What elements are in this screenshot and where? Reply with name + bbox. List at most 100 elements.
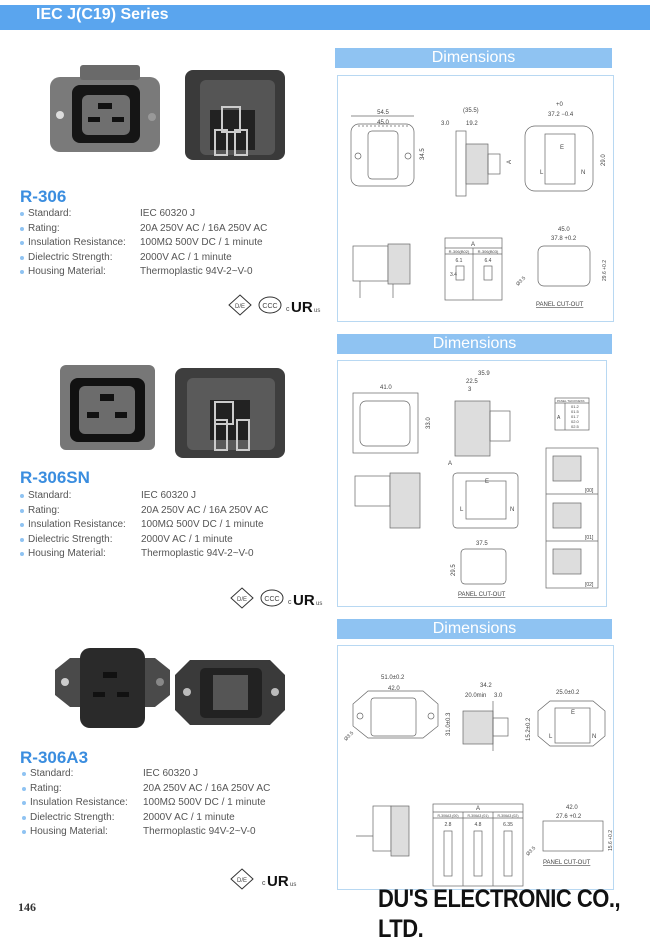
ccc-mark-text: CCC [262,303,277,310]
terminal-label: E [560,145,564,151]
spec-value: 2000V AC / 1 minute [141,533,233,545]
terminal-label: N [510,507,514,513]
dim-label: 45.0 [558,227,570,233]
spec-list: Standard:IEC 60320 J Rating:20A 250V AC … [20,490,320,563]
spec-row-rating: Rating:20A 250V AC / 16A 250V AC [20,223,320,238]
terminal-label: L [540,170,544,176]
vde-mark-icon [228,294,252,316]
dim-label: Ø3.5 [343,730,355,742]
ur-mark-us: us [314,308,320,314]
spec-label: Dielectric Strength: [30,811,115,823]
vde-mark-icon [230,587,254,609]
spec-value: Thermoplastic 94V-2~V-0 [141,548,254,559]
ur-mark-icon: UR [267,873,289,890]
dimensions-drawing-r-306: 54.5 45.0 34.5 (35.5) 3.0 19.2 A +0 37.2… [337,75,614,322]
vde-mark-icon [230,868,254,890]
spec-label: Housing Material: [28,548,106,559]
ur-mark-c: c [262,880,266,887]
bullet-icon [20,255,24,260]
dim-label: A [507,160,513,164]
dim-label: 34.2 [480,683,492,689]
panel-cutout-label: PANEL CUT-OUT [543,860,591,866]
spec-value: 100MΩ 500V DC / 1 minute [140,237,263,248]
dimensions-header: Dimensions [337,334,612,354]
spec-row-rating: Rating:20A 250V AC / 16A 250V AC [22,783,322,798]
dim-label: 51.0±0.2 [381,675,405,681]
spec-row-standard: Standard: IEC 60320 J [22,768,322,783]
dim-label: 35.9 [478,371,490,377]
dim-label: 6.35 [503,822,513,828]
variant-label: [02] [585,582,594,588]
spec-row-standard: Standard:IEC 60320 J [20,490,320,505]
spec-label: Insulation Resistance: [30,797,128,808]
bullet-icon [22,830,26,834]
spec-row-housing: Housing Material: Thermoplastic 94V-2~V-0 [20,548,320,563]
table-cell: 01.7 [571,414,580,419]
dim-label: 29.5 [451,564,457,576]
spec-value: IEC 60320 J [141,490,197,501]
spec-row-rating: Rating:20A 250V AC / 16A 250V AC [20,505,320,520]
dim-label: 42.0 [388,686,400,692]
terminal-label: L [549,734,553,740]
dim-label: 6.4 [485,258,492,264]
spec-label: Standard: [30,768,74,779]
bullet-icon [22,801,26,805]
table-cell: 02.0 [571,419,580,424]
spec-row-housing: Housing Material:Thermoplastic 94V-2~V-0 [22,826,322,841]
spec-value: Thermoplastic 94V-2~V-0 [140,266,253,277]
spec-row-dielectric: Dielectric Strength: 2000V AC / 1 minute [22,812,322,827]
spec-value: IEC 60320 J [143,768,199,779]
dim-label: 45.0 [377,120,389,126]
spec-value: 20A 250V AC / 16A 250V AC [140,222,268,234]
ur-mark-icon: UR [293,592,315,609]
dim-label: A [448,461,452,467]
table-col-label: R-306(B03) [478,249,499,254]
panel-cutout-label: PANEL CUT-OUT [458,592,506,598]
dim-label: 3.4 [450,272,457,278]
vde-mark-text: D/E [237,878,247,884]
dim-label: 27.6 +0.2 [556,814,582,820]
spec-row-dielectric: Dielectric Strength:2000V AC / 1 minute [20,252,320,267]
dimensions-header: Dimensions [335,48,612,68]
dim-label: 33.0 [426,417,432,429]
dim-label: 54.5 [377,110,389,116]
bullet-icon [20,226,24,231]
dim-label: 29.6 +0.2 [602,260,608,281]
variant-label: [01] [585,535,594,541]
dim-label: 20.0min [465,693,486,699]
ccc-mark-text: CCC [264,596,279,603]
spec-label: Insulation Resistance: [28,519,126,530]
dim-label: A [557,415,561,421]
spec-label: Insulation Resistance: [28,237,126,248]
spec-row-housing: Housing Material:Thermoplastic 94V-2~V-0 [20,266,320,281]
dim-label: 29.0 [601,154,607,166]
bullet-icon [22,786,26,791]
spec-value: 20A 250V AC / 16A 250V AC [141,504,269,516]
terminal-label: L [460,507,464,513]
product-photo-r-306a3 [55,648,285,728]
dim-label: 37.2 −0.4 [548,112,574,118]
certification-marks: D/E CCC c UR us [228,294,320,316]
spec-row-standard: Standard:IEC 60320 J [20,208,320,223]
ur-mark-c: c [288,599,292,606]
product-photo-r-306sn [60,365,285,458]
spec-value: 2000V AC / 1 minute [143,811,235,823]
table-col-label: R-306A3 (01) [467,814,488,818]
terminal-label: N [581,170,585,176]
ur-mark-us: us [316,601,322,607]
table-header: PANEL THICKNESS [557,399,584,403]
spec-label: Dielectric Strength: [28,251,113,263]
dim-label: 25.0±0.2 [556,690,580,696]
spec-list: Standard: IEC 60320 J Rating:20A 250V AC … [22,768,322,841]
spec-value: 20A 250V AC / 16A 250V AC [143,782,271,794]
series-header-bar [0,5,650,30]
dim-label: 42.0 [566,805,578,811]
dim-label: 15.6 +0.2 [608,830,614,851]
spec-list: Standard:IEC 60320 J Rating:20A 250V AC … [20,208,320,281]
dim-label: 34.5 [420,148,426,160]
dim-label: 31.0±0.3 [446,712,452,736]
dim-label: Ø3.5 [515,275,527,287]
ur-mark-us: us [290,882,296,888]
ccc-mark-icon [260,589,284,607]
spec-label: Housing Material: [30,826,108,837]
